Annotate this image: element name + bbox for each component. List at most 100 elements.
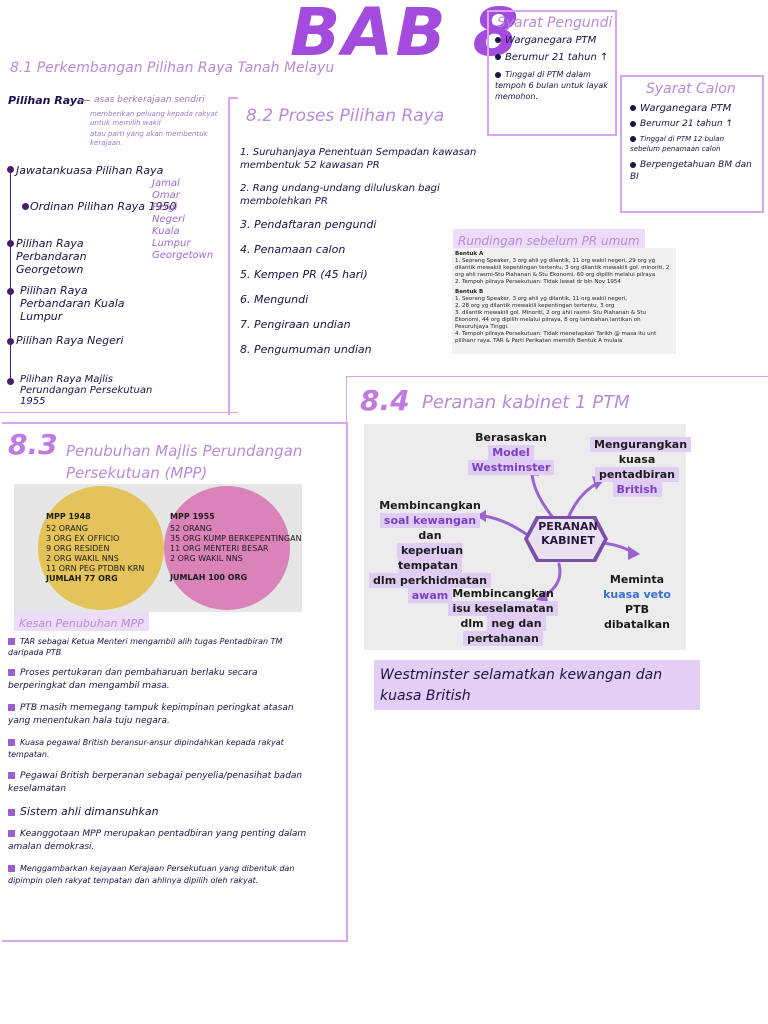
bentuk-a-item: 1. Seorang Speaker, 3 org ahli yg dilant… [455, 258, 670, 278]
arrow-to-kewangan [482, 514, 528, 536]
process-step: 1. Suruhanjaya Penentuan Sempadan kawasa… [240, 147, 477, 171]
timeline-item: Pilihan Raya Majlis Perundangan Persekut… [20, 374, 153, 407]
mpp-line: 2 ORG WAKIL NNS [46, 554, 119, 563]
square-bullet-icon [8, 808, 15, 816]
rundingan-heading: Rundingan sebelum PR umum [453, 229, 645, 250]
bentuk-b-label: Bentuk B [455, 289, 484, 295]
bullet-icon [630, 105, 636, 111]
mpp-line: 3 ORG EX OFFICIO [46, 534, 120, 543]
center-line: KABINET [541, 534, 595, 547]
bentuk-a-item: 2. Tempoh pilraya Persekutuan: Tidak lew… [455, 279, 621, 285]
bentuk-b-item: 4. Tempoh pilraya Persekutuan: Tidak men… [455, 331, 657, 344]
process-steps: 1. Suruhanjaya Penentuan Sempadan kawasa… [240, 146, 502, 356]
section-8-1-heading: 8.1 Perkembangan Pilihan Raya Tanah Mela… [10, 60, 335, 76]
timeline-dot [7, 378, 14, 385]
section-8-2-bottom-border [0, 412, 238, 413]
syarat-pengundi-item: Warganegara PTM [495, 35, 609, 46]
mpp-1955-text: MPP 1955 52 ORANG 35 ORG KUMP BERKEPENTI… [170, 512, 302, 583]
section-8-4-side [346, 376, 347, 426]
westminster-note: Westminster selamatkan kewangan dan kuas… [374, 660, 700, 710]
syarat-pengundi-item: Tinggal di PTM dalam tempoh 6 bulan untu… [495, 70, 608, 101]
process-step: 5. Kempen PR (45 hari) [240, 268, 368, 281]
timeline-dot [7, 288, 14, 295]
process-step: 8. Pengumuman undian [240, 343, 372, 356]
bentuk-b-item: 2. 28 org yg dilantik mewakili kepenting… [455, 303, 615, 309]
section-8-3-box [2, 422, 348, 942]
kesan-item: Pegawai British berperanan sebagai penye… [8, 771, 303, 794]
kesan-item: Proses pertukaran dan pembaharuan berlak… [8, 668, 258, 691]
states-list: Jamal Omar Pergi Negeri Kuala Lumpur Geo… [152, 178, 213, 262]
arrow-head-icon [536, 590, 548, 602]
mpp-line: 52 ORANG [46, 524, 88, 533]
state-item: Jamal [152, 178, 180, 189]
section-8-3-number: 8.3 [8, 428, 58, 461]
process-step: 6. Mengundi [240, 293, 309, 306]
timeline-item: Ordinan Pilihan Raya 1950 [30, 200, 177, 213]
timeline-item: Pilihan Raya Perbandaran Georgetown [16, 237, 87, 276]
bullet-icon [630, 120, 636, 127]
mpp-1948-circle [38, 486, 164, 610]
timeline-item: Jawatankuasa Pilihan Raya [16, 164, 164, 177]
timeline-dot [7, 166, 14, 173]
arrow-head-icon [476, 510, 486, 522]
kabinet-diagram-svg [476, 464, 640, 602]
bullet-icon [495, 37, 501, 43]
mpp-1955-circle [164, 486, 290, 610]
square-bullet-icon [8, 772, 15, 779]
mpp-1948-title: MPP 1948 [46, 512, 91, 521]
syarat-calon-heading: Syarat Calon [646, 81, 736, 97]
node-kewangan: Membincangkan soal kewangan dan keperlua… [368, 498, 492, 603]
kesan-heading: Kesan Penubuhan MPP [14, 612, 149, 631]
arrow-to-keselamatan [542, 562, 562, 598]
mpp-1955-total: JUMLAH 100 ORG [170, 573, 248, 582]
mpp-line: 11 ORG MENTERI BESAR [170, 544, 269, 553]
timeline-item: Pilihan Raya Negeri [16, 334, 124, 347]
arrow-to-westminster [530, 472, 556, 521]
kesan-item: TAR sebagai Ketua Menteri mengambil alih… [8, 637, 283, 657]
mpp-line: 35 ORG KUMP BERKEPENTINGAN [170, 534, 302, 543]
bentuk-a-label: Bentuk A [455, 251, 484, 257]
kesan-item: Keanggotaan MPP merupakan pentadbiran ya… [8, 829, 307, 852]
mpp-1948-text: MPP 1948 52 ORANG 3 ORG EX OFFICIO 9 ORG… [46, 512, 144, 584]
square-bullet-icon [8, 739, 15, 746]
state-item: Pergi [152, 202, 178, 213]
bentuk-b-item: 3. dilantik mewakili gol. Minoriti, 2 or… [455, 310, 647, 330]
process-step: 4. Penamaan calon [240, 243, 346, 256]
mpp-line: 52 ORANG [170, 524, 212, 533]
section-8-3-heading: Penubuhan Majlis Perundangan Persekutuan… [66, 442, 303, 482]
mpp-1948-total: JUMLAH 77 ORG [46, 574, 118, 583]
timeline-dot [7, 240, 14, 247]
square-bullet-icon [8, 638, 15, 645]
kabinet-center-label: PERANAN KABINET [528, 520, 608, 548]
mpp-line: 2 ORG WAKIL NNS [170, 554, 243, 563]
bullet-icon [630, 136, 636, 142]
state-item: Kuala [152, 226, 180, 237]
mpp-1955-title: MPP 1955 [170, 512, 215, 521]
mpp-line: 9 ORG RESIDEN [46, 544, 110, 553]
syarat-calon-item: Berpengetahuan BM dan BI [630, 160, 752, 182]
timeline-dot [7, 338, 14, 345]
section-8-2-border [228, 97, 238, 415]
bullet-icon [495, 71, 501, 78]
bentuk-b-item: 1. Seorang Speaker, 3 org ahli yg dilant… [455, 296, 628, 302]
node-kurang-kuasa: Mengurangkan kuasa pentadbiran British [590, 437, 692, 497]
arrow-to-british [567, 482, 598, 518]
bullet-icon [630, 161, 636, 168]
timeline-line [10, 170, 11, 385]
rundingan-panel: Bentuk A 1. Seorang Speaker, 3 org ahli … [452, 248, 676, 354]
definition-line: atau parti yang akan membentuk kerajaan. [90, 130, 208, 147]
square-bullet-icon [8, 865, 15, 872]
definition-arrow-icon [80, 100, 90, 101]
kesan-item: Menggambarkan kejayaan Kerajaan Persekut… [8, 864, 295, 885]
process-step: 3. Pendaftaran pengundi [240, 218, 377, 231]
state-item: Negeri [152, 214, 186, 225]
kesan-item: Sistem ahli dimansuhkan [8, 805, 308, 819]
square-bullet-icon [8, 830, 15, 837]
page-title: BAB 8 [290, 0, 521, 71]
state-item: Georgetown [152, 250, 214, 261]
kabinet-center-inner [528, 519, 604, 559]
bullet-icon [495, 54, 501, 60]
arrow-head-icon [628, 546, 640, 560]
syarat-pengundi-box: Syarat Pengundi Warganegara PTM Berumur … [487, 10, 617, 136]
timeline-item: Pilihan Raya Perbandaran Kuala Lumpur [20, 284, 125, 323]
